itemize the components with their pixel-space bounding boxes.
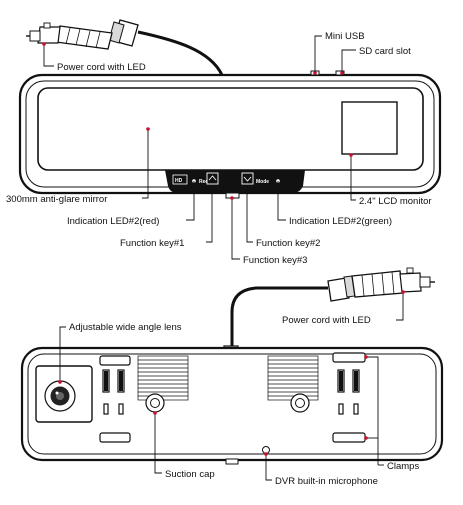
lcd-monitor <box>341 101 398 155</box>
rec-label: Rec <box>199 179 208 185</box>
label-indication-led-red: Indication LED#2(red) <box>67 216 159 227</box>
label-clamps: Clamps <box>387 461 419 472</box>
camera-lens-module <box>35 365 93 423</box>
label-function-key-1: Function key#1 <box>120 238 184 249</box>
back-view: Power cord with LED Adjustable wide angl… <box>20 267 444 487</box>
label-function-key-3: Function key#3 <box>243 255 307 266</box>
label-suction-cap: Suction cap <box>165 469 215 480</box>
car-charger-plug-bottom <box>327 267 435 302</box>
suction-cap-left <box>145 393 165 413</box>
markers-front <box>42 42 353 200</box>
label-microphone: DVR built-in microphone <box>275 476 378 487</box>
label-power-cord-bottom: Power cord with LED <box>282 315 371 326</box>
leaders-back <box>59 292 404 481</box>
mode-label: Mode <box>256 179 269 185</box>
label-sd-card-slot: SD card slot <box>359 46 411 57</box>
suction-cap-right <box>290 393 310 413</box>
label-anti-glare-mirror: 300mm anti-glare mirror <box>6 194 107 205</box>
sd-card-port <box>335 70 345 76</box>
label-wide-angle-lens: Adjustable wide angle lens <box>69 322 182 333</box>
leaders-front <box>43 35 356 260</box>
control-panel: HD Rec Mode <box>165 170 305 199</box>
function-key-1-button[interactable] <box>206 172 219 185</box>
left-mount-slot-fill <box>104 371 123 391</box>
right-mount-slot-fill <box>339 371 358 391</box>
vent-grille-right <box>267 355 319 401</box>
function-key-2-button[interactable] <box>241 172 254 185</box>
label-lcd-monitor: 2.4" LCD monitor <box>359 196 432 207</box>
car-charger-plug-top <box>26 19 224 76</box>
label-function-key-2: Function key#2 <box>256 238 320 249</box>
label-mini-usb: Mini USB <box>325 31 365 42</box>
hd-badge: HD <box>175 178 183 184</box>
front-view: HD Rec Mode <box>6 19 442 266</box>
label-indication-led-green: Indication LED#2(green) <box>289 216 392 227</box>
markers-back <box>58 290 405 456</box>
vent-grille-left <box>137 355 189 401</box>
label-power-cord-top: Power cord with LED <box>57 62 146 73</box>
